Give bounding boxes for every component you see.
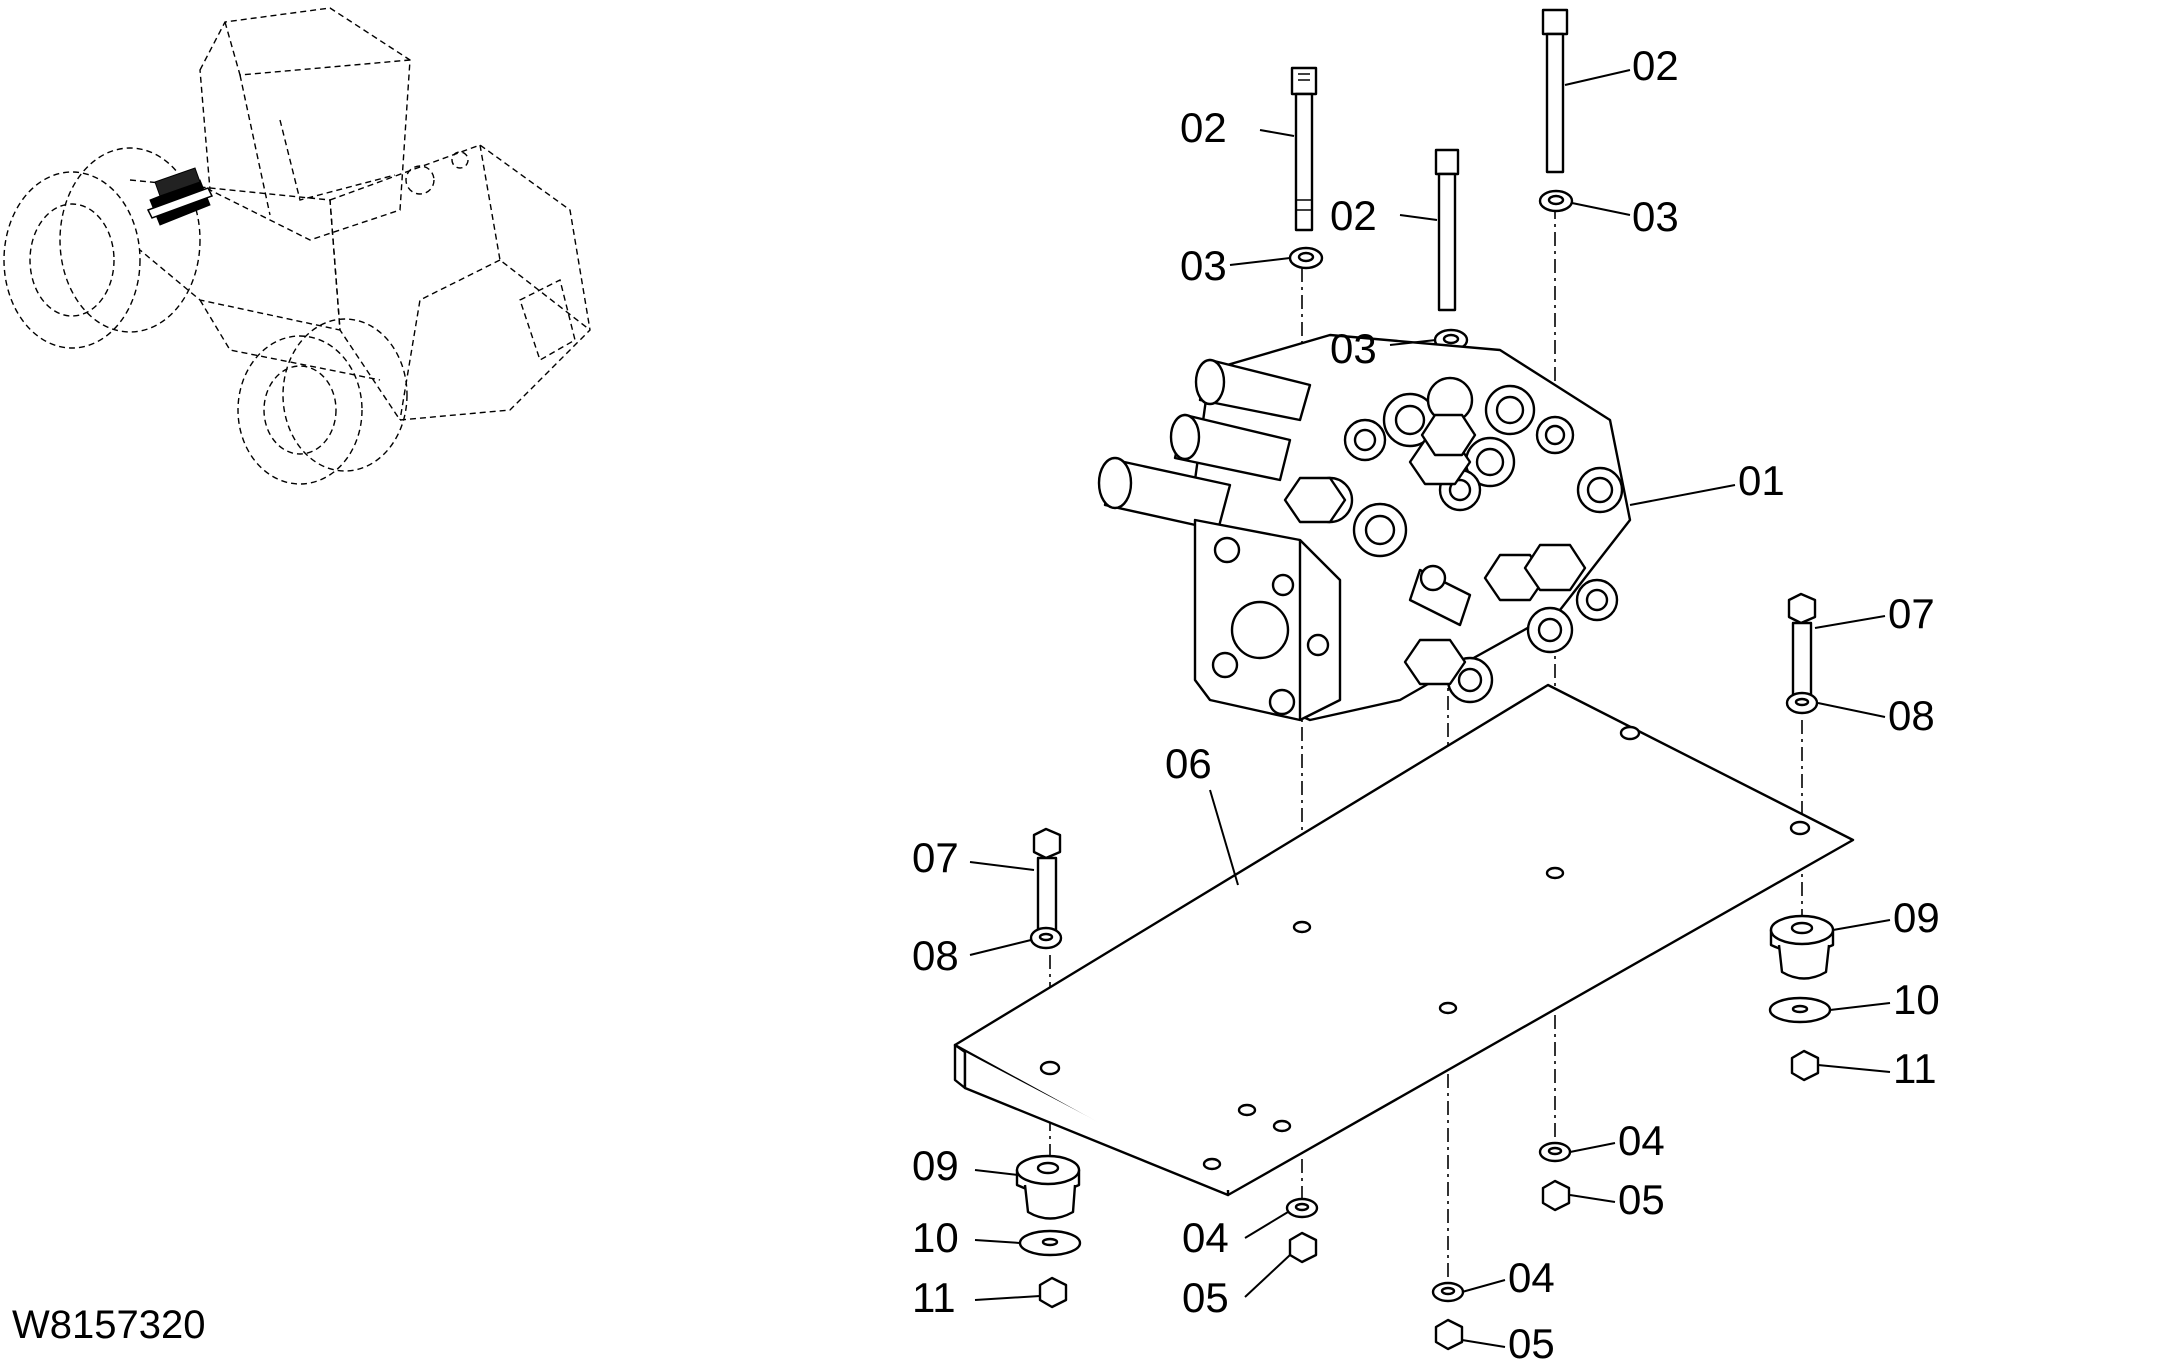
washer-10-right: [1768, 996, 1832, 1024]
bolt-02-right: [1541, 8, 1569, 174]
washer-04-center: [1431, 1281, 1465, 1303]
mount-09-right: [1769, 914, 1835, 980]
locator-tractor-view: [3, 7, 591, 485]
callout-labels: 02 02 02 03 03 03 01 06 07 08 09 10 11 0…: [912, 42, 1940, 1360]
callout-04-left: 04: [1182, 1214, 1229, 1261]
callout-02-left: 02: [1180, 104, 1227, 151]
callout-02-center: 02: [1330, 192, 1377, 239]
washer-04-left: [1285, 1197, 1319, 1219]
callout-01: 01: [1738, 457, 1785, 504]
bolt-02-center: [1434, 148, 1460, 312]
callout-03-center: 03: [1330, 325, 1377, 372]
callout-07-right: 07: [1888, 590, 1935, 637]
callout-07-left: 07: [912, 834, 959, 881]
callout-08-right: 08: [1888, 692, 1935, 739]
callout-05-right: 05: [1618, 1176, 1665, 1223]
callout-10-right: 10: [1893, 976, 1940, 1023]
callout-10-left: 10: [912, 1214, 959, 1261]
callout-04-center: 04: [1508, 1254, 1555, 1301]
callout-06: 06: [1165, 740, 1212, 787]
callout-05-center: 05: [1508, 1320, 1555, 1360]
washer-03-right: [1538, 189, 1574, 213]
callout-08-left: 08: [912, 932, 959, 979]
callout-04-right: 04: [1618, 1117, 1665, 1164]
washer-04-right: [1538, 1141, 1572, 1163]
bolt-07-right: [1787, 592, 1817, 710]
callout-03-right: 03: [1632, 193, 1679, 240]
callout-03-left: 03: [1180, 242, 1227, 289]
callout-11-left: 11: [912, 1274, 956, 1321]
nut-05-center: [1434, 1318, 1464, 1351]
callout-09-right: 09: [1893, 894, 1940, 941]
callout-02-right: 02: [1632, 42, 1679, 89]
drawing-number: W8157320: [12, 1303, 205, 1347]
nut-05-right: [1541, 1179, 1571, 1212]
washer-08-left: [1029, 926, 1063, 950]
mounting-plate: [953, 683, 1855, 1197]
leader-lines: [969, 69, 1891, 1348]
washer-08-right: [1785, 691, 1819, 715]
locator-valve-highlight: [146, 167, 214, 226]
control-valve: [1097, 333, 1632, 722]
washer-10-left: [1018, 1229, 1082, 1257]
bolt-02-left: [1290, 66, 1318, 232]
callout-05-left: 05: [1182, 1274, 1229, 1321]
bolt-07-left: [1032, 827, 1062, 945]
callout-09-left: 09: [912, 1142, 959, 1189]
nut-05-left: [1288, 1231, 1318, 1264]
nut-11-left: [1038, 1276, 1068, 1309]
nut-11-right: [1790, 1049, 1820, 1082]
callout-11-right: 11: [1893, 1045, 1937, 1092]
washer-03-left: [1288, 246, 1324, 270]
mount-09-left: [1015, 1154, 1081, 1220]
